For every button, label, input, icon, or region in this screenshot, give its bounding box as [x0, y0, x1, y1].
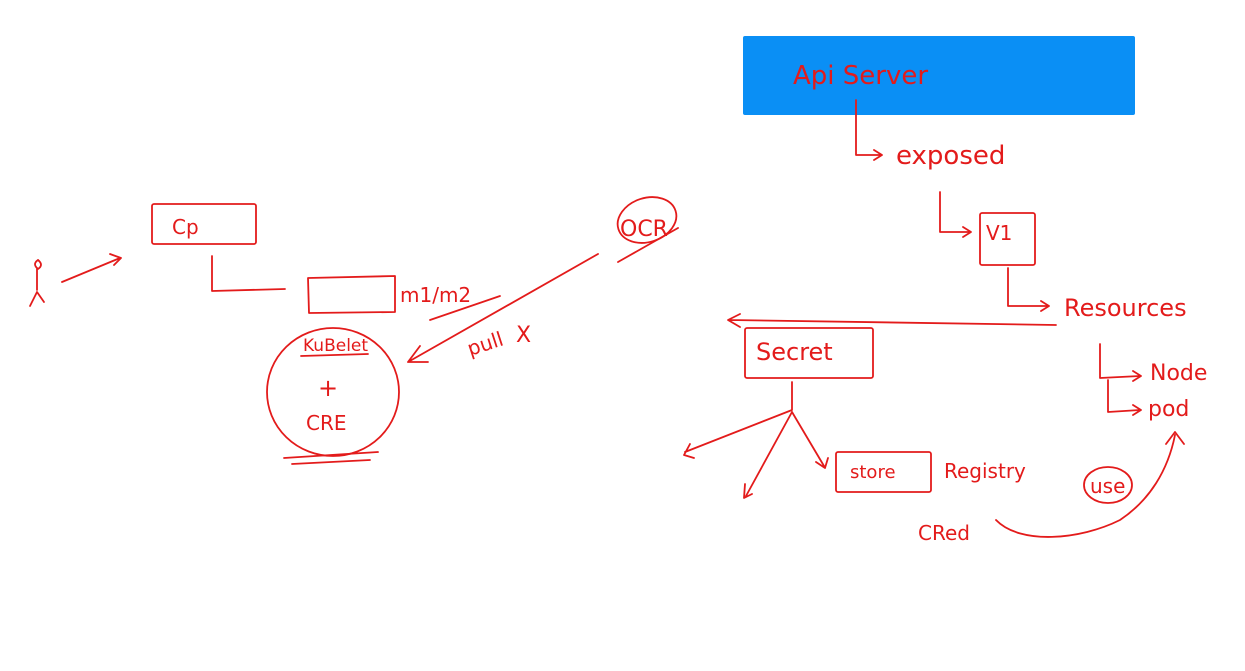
cred-to-pod-arc: [995, 431, 1185, 538]
cred-label: CRed: [918, 521, 970, 545]
pull-mark: X: [516, 323, 531, 348]
node-label: m1/m2: [400, 283, 471, 307]
exposed-connector: [855, 99, 883, 161]
kubelet-base-lines: [283, 451, 379, 465]
use-label: use: [1090, 474, 1125, 498]
registry-store-label: Registry: [944, 459, 1026, 483]
api-server-banner: [743, 36, 1135, 115]
node-box: [307, 275, 396, 314]
resources-connector: [1007, 267, 1050, 312]
node-resource-label: Node: [1150, 361, 1207, 386]
secret-branches: [683, 381, 829, 499]
registry-underline: [617, 227, 679, 263]
pod-resource-label: pod: [1148, 397, 1189, 422]
secret-box: [744, 327, 874, 379]
kubelet-label: KuBelet: [303, 336, 368, 356]
api-server-label: Api Server: [793, 61, 928, 91]
user-figure-icon: [29, 259, 45, 307]
cp-label: Cp: [172, 215, 199, 239]
resources-label: Resources: [1064, 294, 1187, 322]
kubelet-underline: [300, 353, 369, 357]
v1-connector: [939, 191, 972, 238]
store-label: store: [850, 462, 896, 483]
cp-to-node-connector: [211, 255, 286, 292]
pull-label: pull: [464, 327, 506, 361]
use-circle: [1083, 466, 1133, 504]
user-to-cp-arrow: [61, 253, 122, 283]
plus-label: +: [318, 374, 338, 402]
cp-box: [151, 203, 257, 245]
exposed-label: exposed: [896, 141, 1005, 171]
kubelet-circle: [266, 327, 400, 457]
store-box: [835, 451, 932, 493]
v1-box: [979, 212, 1036, 266]
v1-label: V1: [986, 221, 1012, 245]
resources-to-secret-arrow: [727, 313, 1057, 328]
pull-arrow: [407, 253, 599, 363]
cre-label: CRE: [306, 411, 347, 435]
secret-label: Secret: [756, 338, 833, 366]
node-underline: [429, 295, 501, 321]
node-pod-branches: [1099, 343, 1142, 416]
